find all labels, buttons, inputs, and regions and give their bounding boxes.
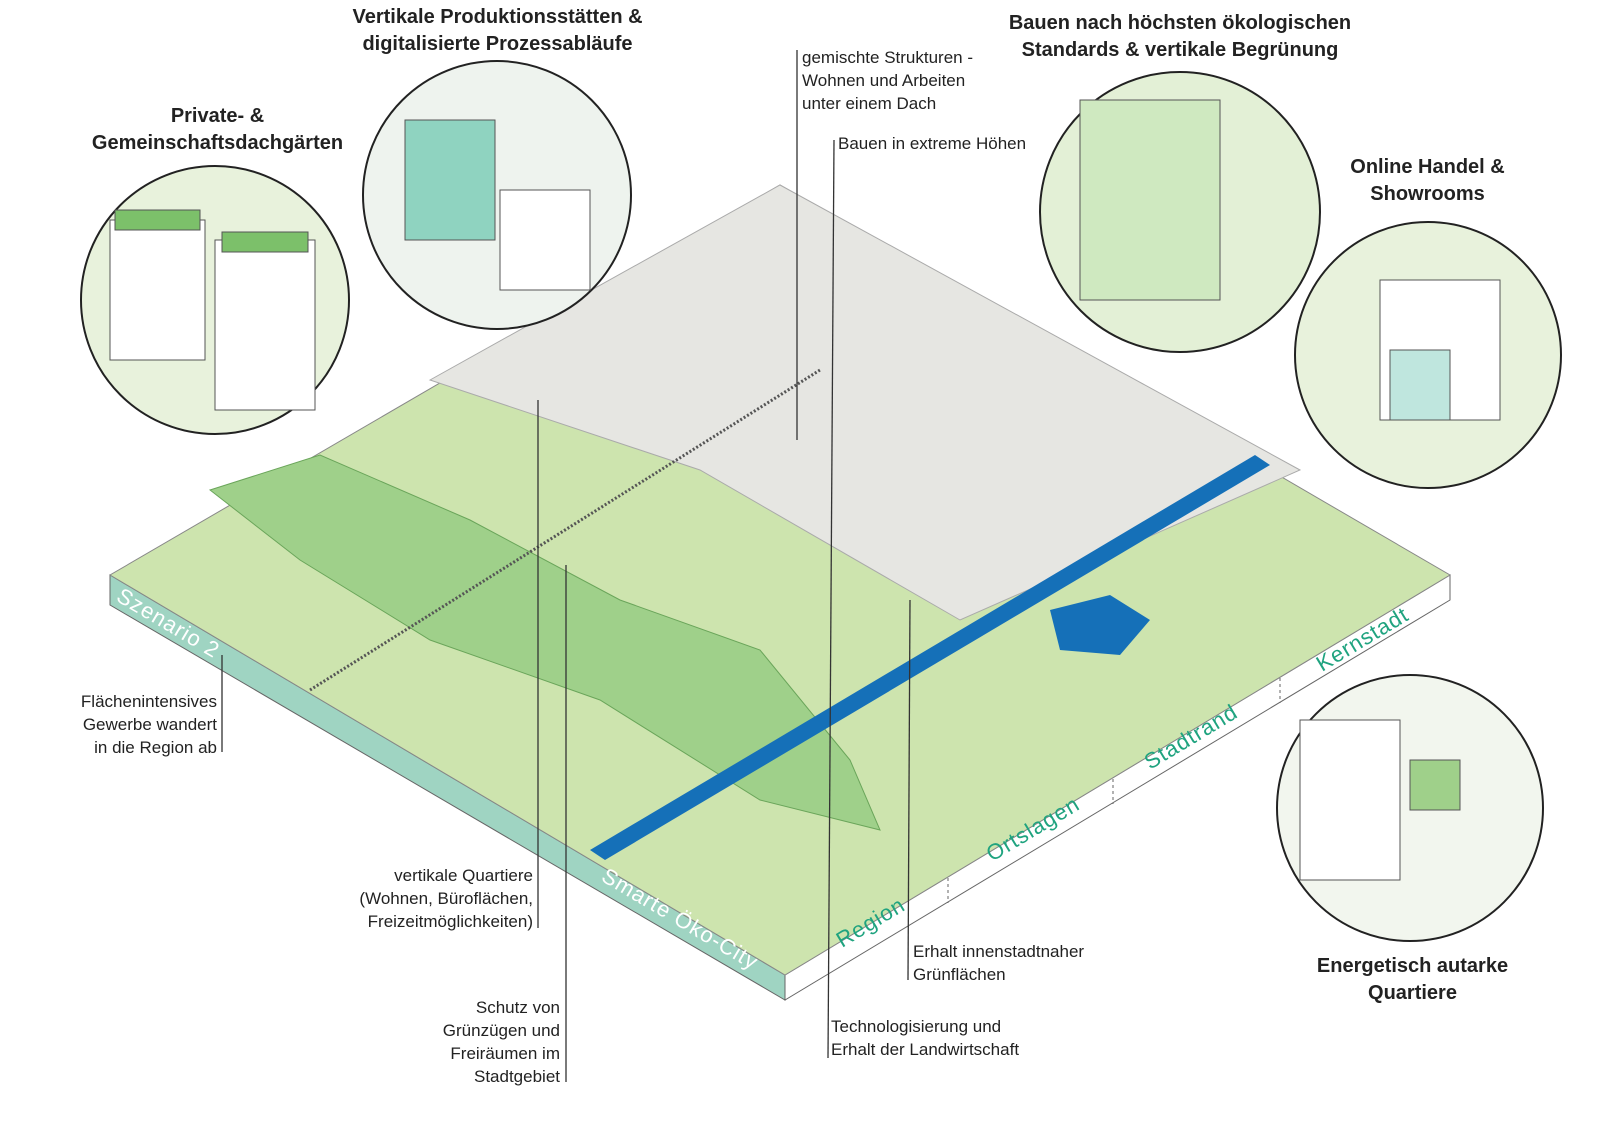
leader-lines <box>221 50 911 1082</box>
heading-produktion: Vertikale Produktionsstätten & digitalis… <box>352 6 643 55</box>
annotation-schutz: Schutz von Grünzügen und Freiräumen im S… <box>442 998 560 1086</box>
heading-oekologisch: Bauen nach höchsten ökologischen Standar… <box>1008 12 1352 61</box>
circle-produktion <box>362 60 632 330</box>
railway <box>309 368 821 692</box>
heading-energetisch: Energetisch autarke Quartiere <box>1316 955 1509 1004</box>
heading-online: Online Handel & Showrooms <box>1350 156 1505 205</box>
heading-dachgaerten: Private- & Gemeinschaftsdachgärten <box>91 105 344 154</box>
river <box>590 455 1270 860</box>
annotation-erhalt: Erhalt innenstadtnaher Grünflächen <box>913 942 1085 984</box>
annotation-gemischt: gemischte Strukturen - Wohnen und Arbeit… <box>802 48 974 113</box>
annotation-vertikal: vertikale Quartiere (Wohnen, Büroflächen… <box>359 866 533 931</box>
annotation-hoehen: Bauen in extreme Höhen <box>838 134 1027 153</box>
lake <box>1050 595 1150 655</box>
annotation-gewerbe: Flächenintensives Gewerbe wandert in die… <box>80 692 217 757</box>
annotation-technologisierung: Technologisierung und Erhalt der Landwir… <box>831 1017 1020 1059</box>
circle-buildings <box>109 99 1501 881</box>
